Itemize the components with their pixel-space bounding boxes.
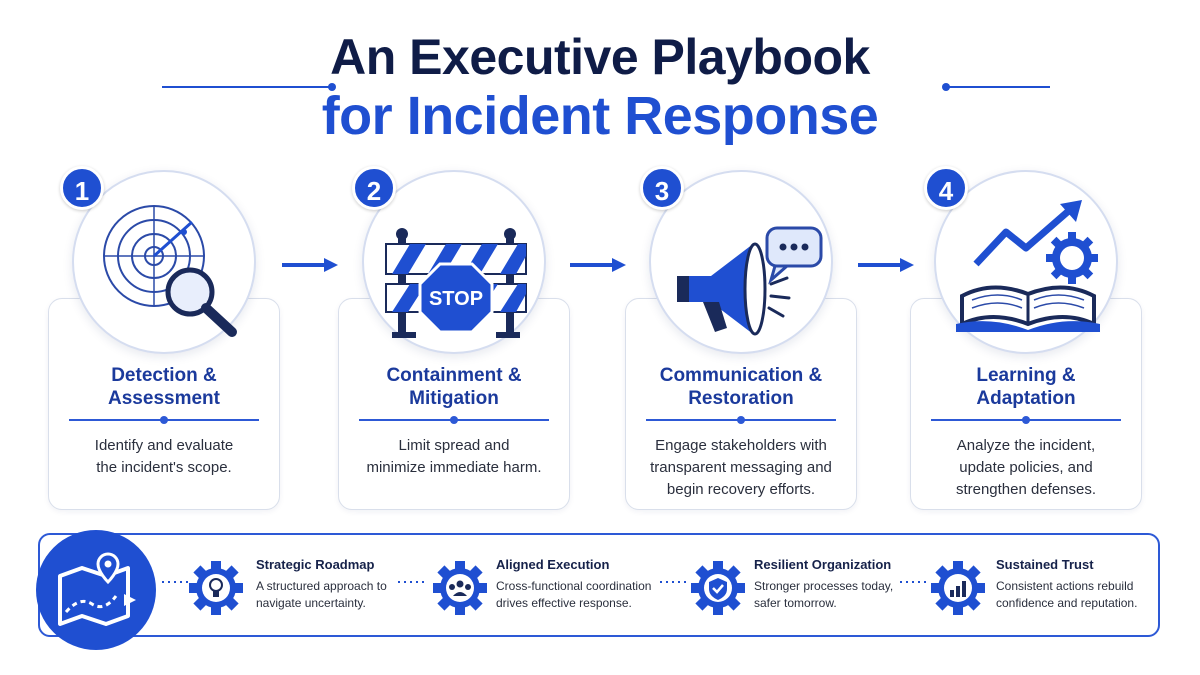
dotted-connector xyxy=(398,581,428,583)
step-divider xyxy=(359,416,549,424)
shield-gear-icon xyxy=(691,561,745,615)
step-icon-circle-2: STOP xyxy=(362,170,546,354)
dotted-connector xyxy=(660,581,688,583)
step-divider xyxy=(646,416,836,424)
megaphone-icon xyxy=(677,226,823,336)
step-icon-circle-4 xyxy=(934,170,1118,354)
lightbulb-gear-icon xyxy=(189,561,243,615)
team-gear-icon xyxy=(433,561,487,615)
arrow-right-icon xyxy=(858,258,914,272)
step-title-1: Detection &Assessment xyxy=(108,365,220,409)
step-number-1: 1 xyxy=(60,166,104,210)
page-title: An Executive Playbook for Incident Respo… xyxy=(0,28,1200,146)
step-divider xyxy=(931,416,1121,424)
step-title-3: Communication &Restoration xyxy=(659,365,823,409)
radar-magnifier-icon xyxy=(103,205,237,337)
book-growth-icon xyxy=(956,200,1100,332)
roadmap-pin-icon xyxy=(58,552,136,626)
title-line-2: for Incident Response xyxy=(321,86,879,146)
step-number-4: 4 xyxy=(924,166,968,210)
feature-aligned-execution: Aligned Execution Cross-functional coord… xyxy=(496,557,652,610)
chart-gear-icon xyxy=(931,561,985,615)
step-number-2: 2 xyxy=(352,166,396,210)
dotted-connector xyxy=(162,581,190,583)
dotted-connector xyxy=(900,581,928,583)
arrow-right-icon xyxy=(282,258,338,272)
step-title-4: Learning &Adaptation xyxy=(976,365,1076,409)
title-rule-right xyxy=(942,83,1050,91)
step-number-3: 3 xyxy=(640,166,684,210)
feature-sustained-trust: Sustained Trust Consistent actions rebui… xyxy=(996,557,1138,610)
stop-sign-text: STOP xyxy=(429,288,483,310)
title-rule-left xyxy=(162,83,336,91)
step-description-4: Analyze the incident,update policies, an… xyxy=(955,437,1097,498)
step-icon-circle-1 xyxy=(72,170,256,354)
title-line-1: An Executive Playbook xyxy=(330,29,870,85)
feature-strategic-roadmap: Strategic Roadmap A structured approach … xyxy=(256,557,387,610)
stop-barrier-icon: STOP xyxy=(385,228,527,338)
step-title-2: Containment &Mitigation xyxy=(386,365,522,409)
feature-resilient-organization: Resilient Organization Stronger processe… xyxy=(754,557,894,610)
arrow-right-icon xyxy=(570,258,626,272)
map-badge xyxy=(36,530,156,650)
step-divider xyxy=(69,416,259,424)
